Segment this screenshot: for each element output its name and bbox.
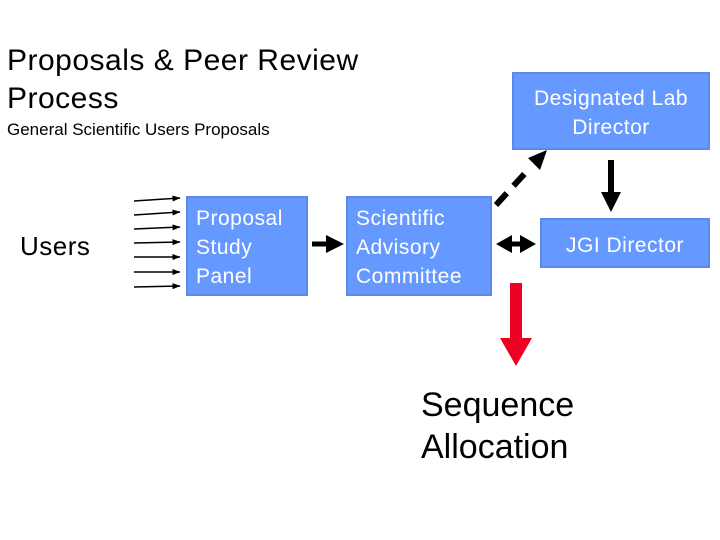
user-submission-arrows [133,195,181,290]
user-submission-arrow [133,209,181,216]
user-submission-arrow [133,283,181,290]
sac-line-2: Advisory [356,236,441,259]
sequence-allocation-label: Sequence Allocation [421,386,575,466]
diagram-subtitle: General Scientific Users Proposals [7,120,270,139]
dld-to-jgi-arrow [601,160,621,212]
sac-line-3: Committee [356,265,463,288]
psp-to-sac-arrow [312,235,344,253]
user-submission-arrow [133,239,181,246]
proposal-study-panel-line-2: Study [196,236,253,259]
user-submission-arrow [133,224,181,231]
jgi-director-box: JGI Director [540,218,710,268]
user-submission-arrow [133,195,181,202]
dld-line-1: Designated Lab [533,87,689,110]
dld-line-2: Director [572,116,650,139]
sac-line-1: Scientific [356,207,446,230]
sac-to-dld-dashed-arrow [493,150,547,208]
scientific-advisory-committee-box: Scientific Advisory Committee [346,196,492,296]
proposal-study-panel-line-3: Panel [196,265,253,288]
sac-to-allocation-arrow [500,283,532,366]
proposal-study-panel-box: Proposal Study Panel [186,196,308,296]
users-label: Users [20,231,91,261]
sac-jgi-double-arrow [496,235,536,253]
jgi-director-label: JGI Director [565,234,684,257]
designated-lab-director-box: Designated Lab Director [512,72,710,150]
diagram-title: Proposals & Peer Review Process [7,44,359,115]
proposal-study-panel-line-1: Proposal [196,207,283,230]
